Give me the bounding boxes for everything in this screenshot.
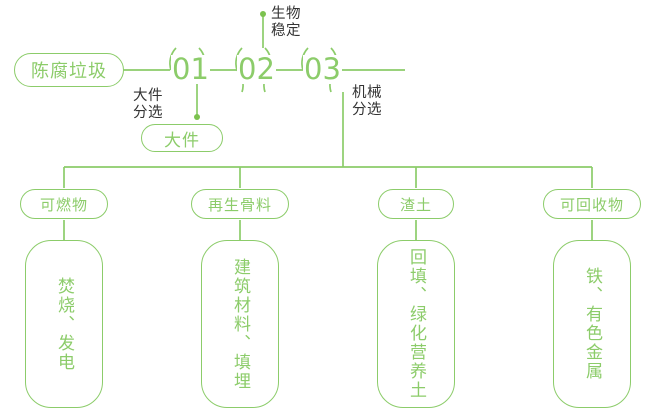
category-pill-0[interactable]: 可燃物 <box>20 189 108 219</box>
annotation-mechanical-sorting-line1: 机械 <box>352 85 382 101</box>
annotation-bio-stabilization: 生物 稳定 <box>271 6 301 40</box>
destination-box-2[interactable]: 回填、绿化营养土 <box>377 240 455 408</box>
annotation-bulky-sorting-line1: 大件 <box>133 88 163 104</box>
category-pill-2[interactable]: 渣土 <box>378 189 454 219</box>
arc-03-left <box>301 47 309 71</box>
category-pill-3-label: 可回收物 <box>559 195 624 214</box>
bulky-endpoint-dot <box>194 114 200 120</box>
annotation-mechanical-sorting-line2: 分选 <box>352 102 382 118</box>
stage-number-03-label: 03 <box>304 52 341 86</box>
category-pill-0-label: 可燃物 <box>39 195 88 214</box>
stage-number-03[interactable]: 03 <box>303 55 342 84</box>
stage-number-02-label: 02 <box>238 52 275 86</box>
destination-box-0[interactable]: 焚烧、发电 <box>25 240 103 408</box>
source-node-pill[interactable]: 陈腐垃圾 <box>14 53 124 87</box>
destination-box-2-text: 回填、绿化营养土 <box>406 248 426 400</box>
category-pill-3[interactable]: 可回收物 <box>543 189 641 219</box>
category-pill-2-label: 渣土 <box>399 195 432 214</box>
annotation-bulky-sorting-line2: 分选 <box>133 105 163 121</box>
destination-box-3-text: 铁、有色金属 <box>582 267 602 381</box>
output-pill-bulky[interactable]: 大件 <box>141 124 223 152</box>
annotation-bio-stabilization-line2: 稳定 <box>271 23 301 39</box>
destination-box-3[interactable]: 铁、有色金属 <box>553 240 631 408</box>
category-pill-1[interactable]: 再生骨料 <box>191 189 289 219</box>
output-pill-bulky-label: 大件 <box>164 130 200 151</box>
destination-box-0-text: 焚烧、发电 <box>54 276 74 372</box>
destination-box-1-text: 建筑材料、填埋 <box>230 257 250 391</box>
annotation-mechanical-sorting: 机械 分选 <box>352 85 382 119</box>
stage-number-02[interactable]: 02 <box>237 55 276 84</box>
stage-number-01[interactable]: 01 <box>171 55 210 84</box>
annotation-bulky-sorting: 大件 分选 <box>133 88 163 122</box>
annotation-bio-stabilization-line1: 生物 <box>271 6 301 22</box>
source-node-label: 陈腐垃圾 <box>31 61 107 82</box>
category-pill-1-label: 再生骨料 <box>207 195 272 214</box>
destination-box-1[interactable]: 建筑材料、填埋 <box>201 240 279 408</box>
bio-endpoint-dot <box>260 11 266 17</box>
arc-02-left <box>235 47 243 71</box>
stage-number-01-label: 01 <box>172 52 209 86</box>
arc-01-left <box>169 47 177 71</box>
arc-03-right <box>330 47 405 71</box>
